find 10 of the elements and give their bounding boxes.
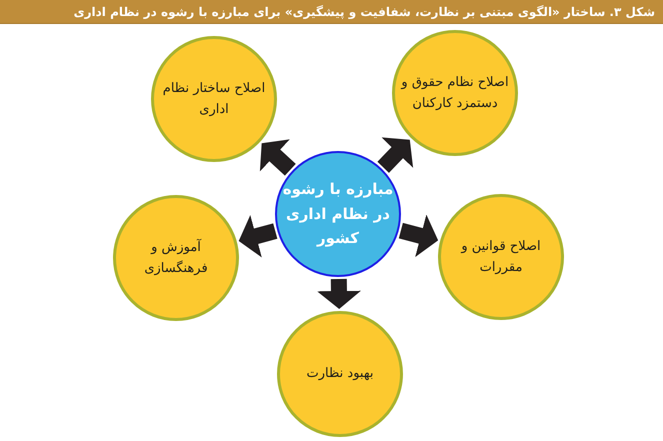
arrow xyxy=(398,214,440,258)
circle-text: بهبود نظارت xyxy=(306,365,374,384)
circle-text: مبارزه با رشوه در نظام اداری کشور xyxy=(282,178,394,250)
circle-text: اصلاح نظام حقوق و دستمزد کارکنان xyxy=(400,74,510,113)
circle-text: اصلاح قوانین و مقررات xyxy=(460,238,542,277)
circle-text: اصلاح ساختار نظام اداری xyxy=(162,80,266,119)
arrow xyxy=(236,215,278,258)
circle-text: آموزش و فرهنگسازی xyxy=(143,238,209,278)
figure-title: شکل ۳. ساختار «الگوی مبتنی بر نظارت، شفافیت و پیشگیری» برای مبارزه با رشوه در نظام اداری xyxy=(74,4,655,18)
arrow xyxy=(316,278,361,310)
